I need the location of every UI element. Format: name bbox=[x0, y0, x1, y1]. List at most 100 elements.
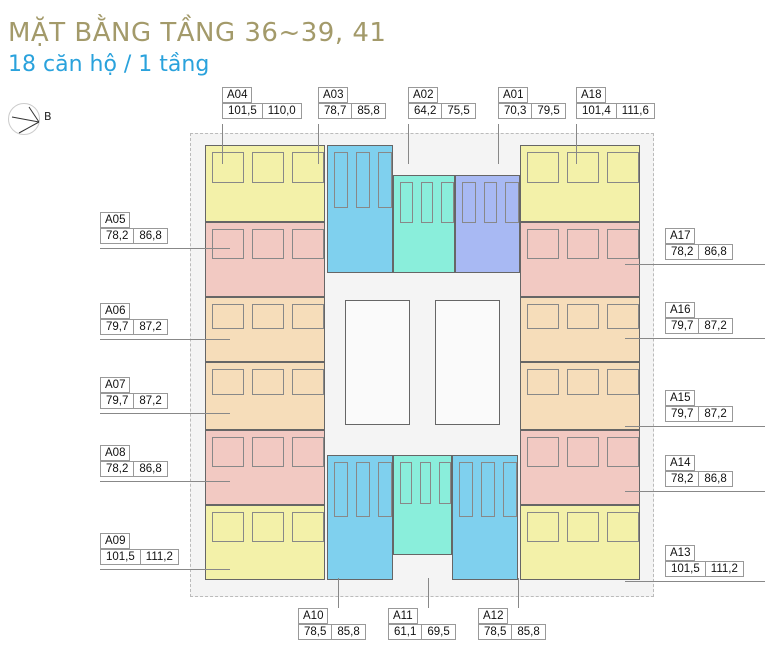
net-area: 78,2 bbox=[671, 473, 694, 485]
gross-area: 86,8 bbox=[133, 462, 166, 476]
unit-a01 bbox=[455, 175, 520, 273]
unit-label-a14: A14 78,2 86,8 bbox=[665, 455, 733, 487]
net-area: 79,7 bbox=[671, 320, 694, 332]
net-area: 78,5 bbox=[304, 626, 327, 638]
leader-line bbox=[100, 413, 230, 414]
unit-areas: 78,2 86,8 bbox=[665, 471, 733, 487]
unit-a03 bbox=[327, 145, 393, 273]
core-stairs-left bbox=[345, 300, 410, 425]
unit-name: A05 bbox=[100, 212, 131, 228]
unit-a18 bbox=[520, 145, 640, 222]
room bbox=[292, 152, 324, 183]
leader-line bbox=[518, 578, 519, 608]
room bbox=[292, 369, 324, 395]
net-area: 78,2 bbox=[106, 230, 129, 242]
room bbox=[419, 462, 432, 504]
core-elevators-right bbox=[435, 300, 500, 425]
unit-a16 bbox=[520, 297, 640, 362]
room bbox=[441, 182, 454, 223]
room bbox=[212, 512, 244, 542]
room bbox=[212, 369, 244, 395]
room bbox=[462, 182, 476, 223]
gross-area: 87,2 bbox=[133, 394, 166, 408]
room bbox=[420, 182, 434, 223]
room bbox=[607, 512, 639, 542]
leader-line bbox=[408, 124, 409, 164]
unit-areas: 78,5 85,8 bbox=[478, 624, 546, 640]
leader-line bbox=[625, 581, 765, 582]
gross-area: 75,5 bbox=[441, 104, 474, 118]
unit-a17 bbox=[520, 222, 640, 297]
room bbox=[378, 462, 392, 517]
unit-a14 bbox=[520, 430, 640, 505]
room bbox=[292, 229, 324, 259]
net-area: 78,2 bbox=[106, 463, 129, 475]
room bbox=[212, 437, 244, 467]
unit-name: A13 bbox=[665, 545, 696, 561]
unit-name: A14 bbox=[665, 455, 696, 471]
unit-name: A17 bbox=[665, 228, 696, 244]
unit-name: A10 bbox=[298, 608, 329, 624]
unit-a11 bbox=[393, 455, 452, 555]
gross-area: 87,2 bbox=[698, 407, 731, 421]
net-area: 78,7 bbox=[324, 105, 347, 117]
room bbox=[212, 152, 244, 183]
room bbox=[292, 512, 324, 542]
unit-a05 bbox=[205, 222, 325, 297]
room bbox=[483, 182, 498, 223]
gross-area: 69,5 bbox=[421, 625, 454, 639]
room bbox=[252, 369, 284, 395]
room bbox=[252, 437, 284, 467]
leader-line bbox=[100, 569, 230, 570]
room bbox=[527, 512, 559, 542]
unit-areas: 78,2 86,8 bbox=[100, 461, 168, 477]
gross-area: 86,8 bbox=[698, 472, 731, 486]
room bbox=[212, 229, 244, 259]
net-area: 79,7 bbox=[106, 321, 129, 333]
room bbox=[527, 437, 559, 467]
room bbox=[567, 437, 599, 467]
unit-label-a12: A12 78,5 85,8 bbox=[478, 608, 546, 640]
page-title: MẶT BẰNG TẦNG 36~39, 41 bbox=[8, 18, 387, 48]
unit-a08 bbox=[205, 430, 325, 505]
gross-area: 85,8 bbox=[511, 625, 544, 639]
room bbox=[334, 462, 348, 517]
leader-line bbox=[625, 264, 765, 265]
room bbox=[607, 304, 639, 329]
leader-line bbox=[318, 124, 319, 164]
unit-name: A06 bbox=[100, 303, 131, 319]
room bbox=[400, 182, 413, 223]
gross-area: 85,8 bbox=[351, 104, 384, 118]
unit-a13 bbox=[520, 505, 640, 580]
leader-line bbox=[498, 124, 499, 164]
unit-name: A12 bbox=[478, 608, 509, 624]
unit-a07 bbox=[205, 362, 325, 430]
room bbox=[567, 369, 599, 395]
net-area: 64,2 bbox=[414, 105, 437, 117]
unit-areas: 78,7 85,8 bbox=[318, 103, 386, 119]
room bbox=[356, 152, 370, 208]
net-area: 78,5 bbox=[484, 626, 507, 638]
room bbox=[607, 152, 639, 183]
unit-name: A09 bbox=[100, 533, 131, 549]
unit-name: A03 bbox=[318, 87, 349, 103]
leader-line bbox=[625, 426, 765, 427]
room bbox=[292, 437, 324, 467]
unit-name: A04 bbox=[222, 87, 253, 103]
room bbox=[212, 304, 244, 329]
